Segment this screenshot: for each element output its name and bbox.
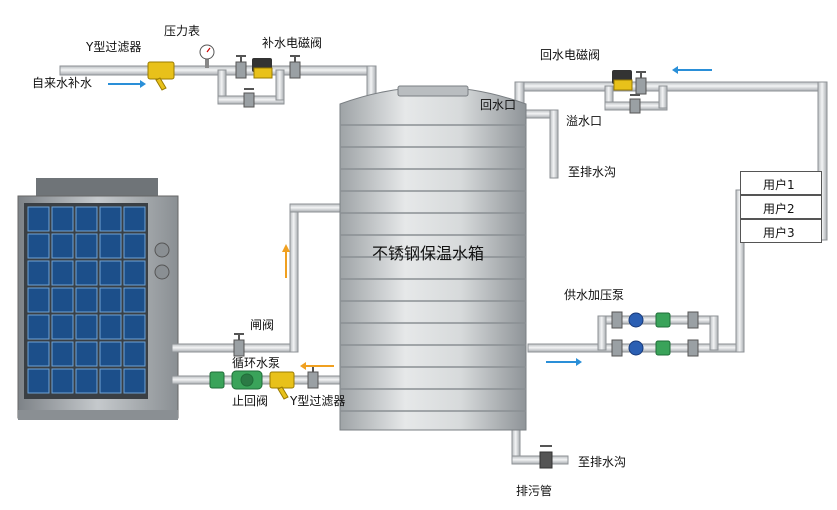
flow-arrows [108,66,712,370]
label-gate-valve: 闸阀 [250,318,275,332]
heat-pump-cell [123,233,146,259]
heat-pump-cell [123,341,146,367]
heat-pump-cell [51,260,74,286]
heat-pump-grid [27,206,146,394]
user-box-2: 用户2 [740,195,822,219]
return-valve [635,71,647,95]
check-valve [209,371,225,389]
heat-pump-cell [51,341,74,367]
user-label-2: 用户2 [763,202,795,216]
label-overflow-port: 溢水口 [566,114,603,128]
pressure-gauge [199,44,215,68]
heat-pump-cell [51,206,74,232]
y-filter-bottom [269,371,295,400]
arrow-makeup [108,80,146,88]
arrow-return [672,66,712,74]
label-sewage-pipe: 排污管 [516,484,553,498]
heat-pump-cell [75,341,98,367]
label-supply-booster-pump: 供水加压泵 [564,288,625,302]
heat-pump-cell [99,314,122,340]
heat-pump-cell [99,287,122,313]
return-solenoid-valve [612,70,633,91]
makeup-solenoid-valve [252,58,273,79]
user-box-1: 用户1 [740,171,822,195]
heat-pump-cell [75,260,98,286]
label-to-drain-top: 至排水沟 [568,165,617,179]
heat-pump-cell [51,287,74,313]
label-pressure-gauge: 压力表 [164,24,201,38]
heat-pump-cell [99,341,122,367]
user-box-3: 用户3 [740,219,822,243]
tank-rings [340,124,526,412]
heat-pump-cell [27,314,50,340]
heat-pump-cell [75,287,98,313]
heat-pump-cell [123,287,146,313]
label-circulation-pump: 循环水泵 [232,356,281,370]
heat-pump-cell [99,260,122,286]
label-return-port: 回水口 [480,98,517,112]
arrow-up-orange [282,244,290,278]
heat-pump-cell [75,233,98,259]
valve-bottom [307,365,319,389]
heat-pump-cell [99,206,122,232]
valve-top-2 [289,55,301,79]
heat-pump-cell [99,233,122,259]
valve-top-1 [235,55,247,79]
label-tank: 不锈钢保温水箱 [372,244,485,263]
heat-pump-cell [123,314,146,340]
heat-pump-cell [27,287,50,313]
heat-pump-cell [123,260,146,286]
gate-valve [233,333,245,357]
heat-pump-cell [123,206,146,232]
heat-pump-cell [99,368,122,394]
heat-pump-cell [27,260,50,286]
sewage-valve [539,445,553,469]
heat-pump-cell [27,341,50,367]
arrow-supply [546,358,582,366]
user-label-3: 用户3 [763,226,795,240]
bypass-valve-top [243,88,255,108]
label-check-valve: 止回阀 [232,394,269,408]
y-filter-top [147,61,175,91]
label-tap-water-makeup: 自来水补水 [32,76,93,90]
heat-pump-cell [51,368,74,394]
circulation-pump [231,370,263,390]
components [147,44,699,469]
water-tank [339,85,527,431]
booster-pump-2 [611,339,699,357]
arrow-left-orange [300,362,334,370]
label-to-drain-bottom: 至排水沟 [578,455,627,469]
return-bypass-valve [629,94,641,114]
heat-pump-cell [75,368,98,394]
heat-pump-cell [27,368,50,394]
heat-pump-unit [17,178,179,420]
heat-pump-cell [123,368,146,394]
heat-pump-cell [27,233,50,259]
heat-pump-cell [51,233,74,259]
heat-pump-cell [51,314,74,340]
label-y-filter-top: Y型过滤器 [86,40,142,54]
label-makeup-solenoid: 补水电磁阀 [262,36,323,50]
heat-pump-cell [75,314,98,340]
heat-pump-cell [75,206,98,232]
booster-pump-1 [611,311,699,329]
label-y-filter-bottom: Y型过滤器 [290,394,346,408]
heat-pump-cell [27,206,50,232]
user-label-1: 用户1 [763,178,795,192]
label-return-solenoid: 回水电磁阀 [540,48,601,62]
